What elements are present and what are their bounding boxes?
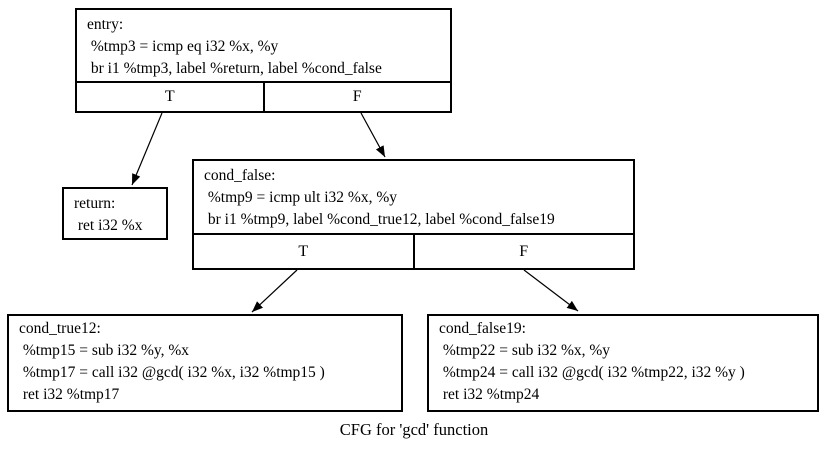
- graph-caption: CFG for 'gcd' function: [339, 420, 489, 439]
- node-cond-false: cond_false: %tmp9 = icmp ult i32 %x, %y …: [192, 159, 635, 270]
- instruction-line: br i1 %tmp3, label %return, label %cond_…: [87, 60, 382, 77]
- node-entry-body: entry: %tmp3 = icmp eq i32 %x, %y br i1 …: [77, 10, 450, 81]
- port-true: T: [298, 242, 309, 260]
- node-cond-false-body: cond_false: %tmp9 = icmp ult i32 %x, %y …: [194, 161, 633, 233]
- instruction-line: %tmp17 = call i32 @gcd( i32 %x, i32 %tmp…: [19, 364, 325, 381]
- node-cond-false-ports: T F: [194, 233, 633, 268]
- instruction-line: ret i32 %x: [74, 217, 143, 234]
- node-entry: entry: %tmp3 = icmp eq i32 %x, %y br i1 …: [75, 8, 452, 113]
- block-label: return:: [74, 195, 116, 212]
- instruction-line: ret i32 %tmp17: [19, 386, 120, 403]
- node-cond-true12-body: cond_true12: %tmp15 = sub i32 %y, %x %tm…: [9, 316, 401, 410]
- instruction-line: %tmp24 = call i32 @gcd( i32 %tmp22, i32 …: [439, 364, 745, 381]
- instruction-line: %tmp15 = sub i32 %y, %x: [19, 342, 190, 359]
- node-cond-false19: cond_false19: %tmp22 = sub i32 %x, %y %t…: [427, 314, 819, 412]
- port-true: T: [164, 88, 175, 105]
- port-false: F: [412, 235, 634, 268]
- node-return: return: ret i32 %x: [62, 187, 168, 240]
- edge-entry-false-to-cond-false: [360, 112, 386, 158]
- port-false: F: [262, 83, 451, 111]
- node-cond-false19-body: cond_false19: %tmp22 = sub i32 %x, %y %t…: [429, 316, 817, 410]
- instruction-line: ret i32 %tmp24: [439, 386, 540, 403]
- instruction-line: br i1 %tmp9, label %cond_true12, label %…: [204, 211, 555, 228]
- node-cond-true12: cond_true12: %tmp15 = sub i32 %y, %x %tm…: [7, 314, 403, 412]
- instruction-line: %tmp9 = icmp ult i32 %x, %y: [204, 189, 398, 206]
- block-label: cond_false19:: [439, 320, 526, 337]
- instruction-line: %tmp3 = icmp eq i32 %x, %y: [87, 38, 279, 55]
- instruction-line: %tmp22 = sub i32 %x, %y: [439, 342, 611, 359]
- edge-entry-true-to-return: [131, 112, 163, 186]
- block-label: entry:: [87, 16, 124, 33]
- edge-cond-false-true-to-cond-true12: [251, 269, 298, 313]
- block-label: cond_true12:: [19, 320, 101, 337]
- edge-cond-false-false-to-cond-false19: [523, 269, 579, 312]
- node-entry-ports: T F: [77, 81, 450, 111]
- node-return-body: return: ret i32 %x: [64, 189, 166, 238]
- block-label: cond_false:: [204, 167, 276, 184]
